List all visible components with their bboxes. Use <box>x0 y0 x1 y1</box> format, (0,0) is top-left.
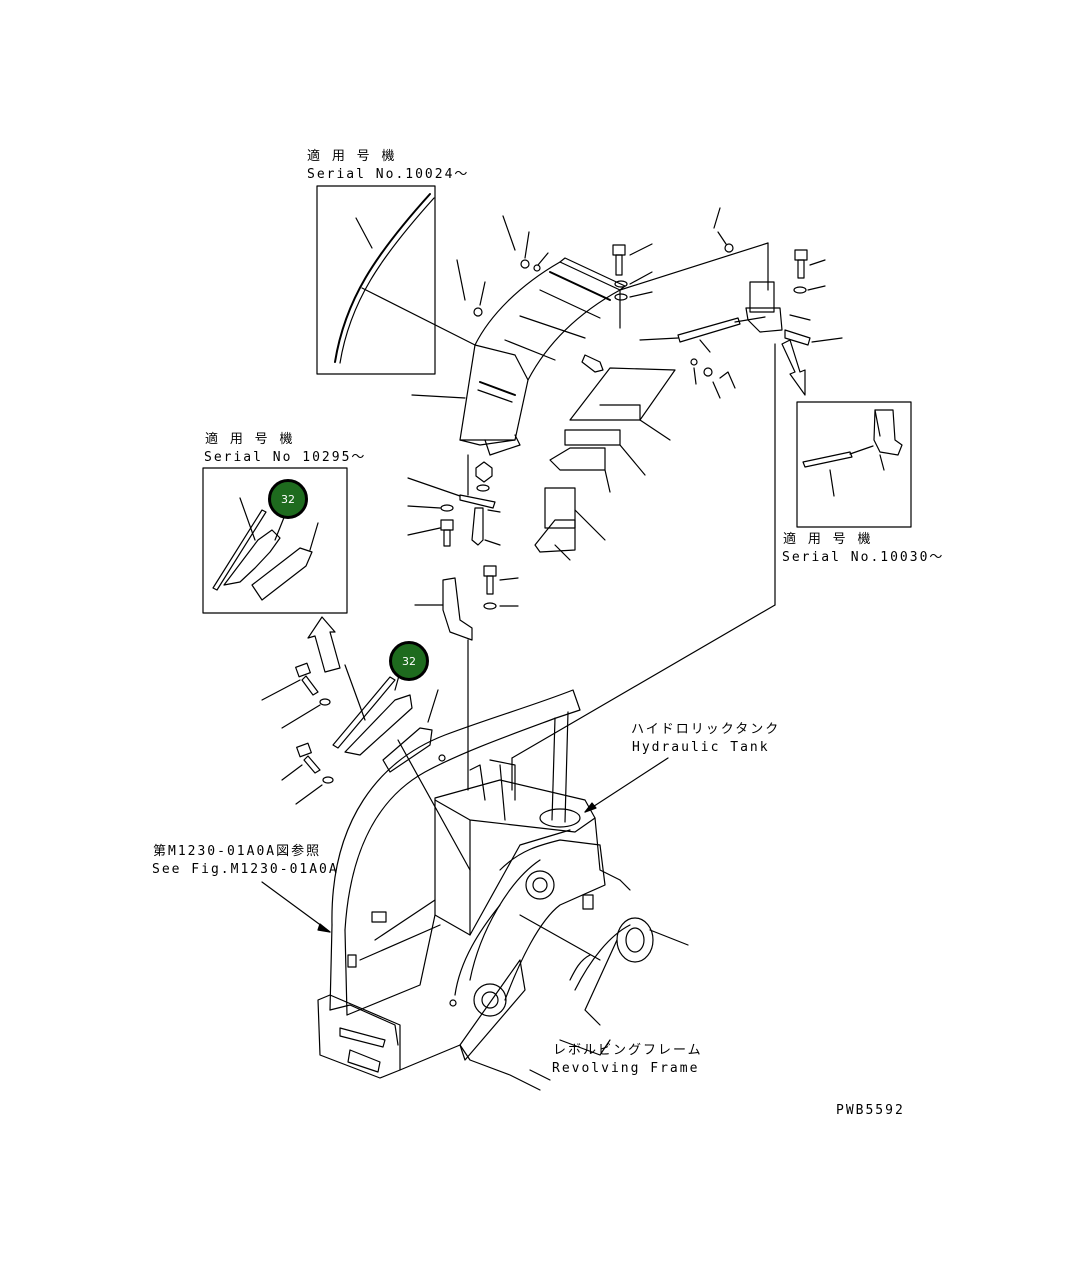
label-serial-10295-jp: 適 用 号 機 <box>205 432 295 447</box>
bracket-hardware-center <box>407 454 776 791</box>
hardware-cover <box>456 215 653 373</box>
label-revolving-frame-jp: レボルビングフレーム <box>553 1043 703 1058</box>
label-hydraulic-tank-jp: ハイドロリックタンク <box>631 722 781 737</box>
inset-box-serial-10030 <box>796 401 912 528</box>
up-arrow <box>307 616 341 673</box>
label-see-fig-jp: 第M1230-01A0A図参照 <box>153 844 322 859</box>
drawing-code: PWB5592 <box>836 1103 905 1118</box>
insulation-pads <box>534 367 676 561</box>
inset-box-serial-10024 <box>316 185 476 375</box>
label-serial-10024-en: Serial No.10024～ <box>307 167 470 182</box>
revolving-frame <box>261 689 689 1091</box>
label-hydraulic-tank-en: Hydraulic Tank <box>632 740 770 755</box>
label-serial-10295-en: Serial No 10295～ <box>204 450 367 465</box>
callout-32-lower[interactable]: 32 <box>389 641 429 681</box>
callout-32-upper[interactable]: 32 <box>268 479 308 519</box>
inset-box-serial-10295 <box>202 467 348 614</box>
label-serial-10030-jp: 適 用 号 機 <box>783 532 873 547</box>
label-see-fig-en: See Fig.M1230-01A0A <box>152 862 339 877</box>
cover-panel <box>411 257 626 456</box>
lower-left-seal-parts <box>261 662 439 805</box>
label-serial-10030-en: Serial No.10030～ <box>782 550 945 565</box>
gas-spring-assembly <box>619 207 843 606</box>
label-revolving-frame-en: Revolving Frame <box>552 1061 700 1076</box>
label-serial-10024-jp: 適 用 号 機 <box>307 149 397 164</box>
